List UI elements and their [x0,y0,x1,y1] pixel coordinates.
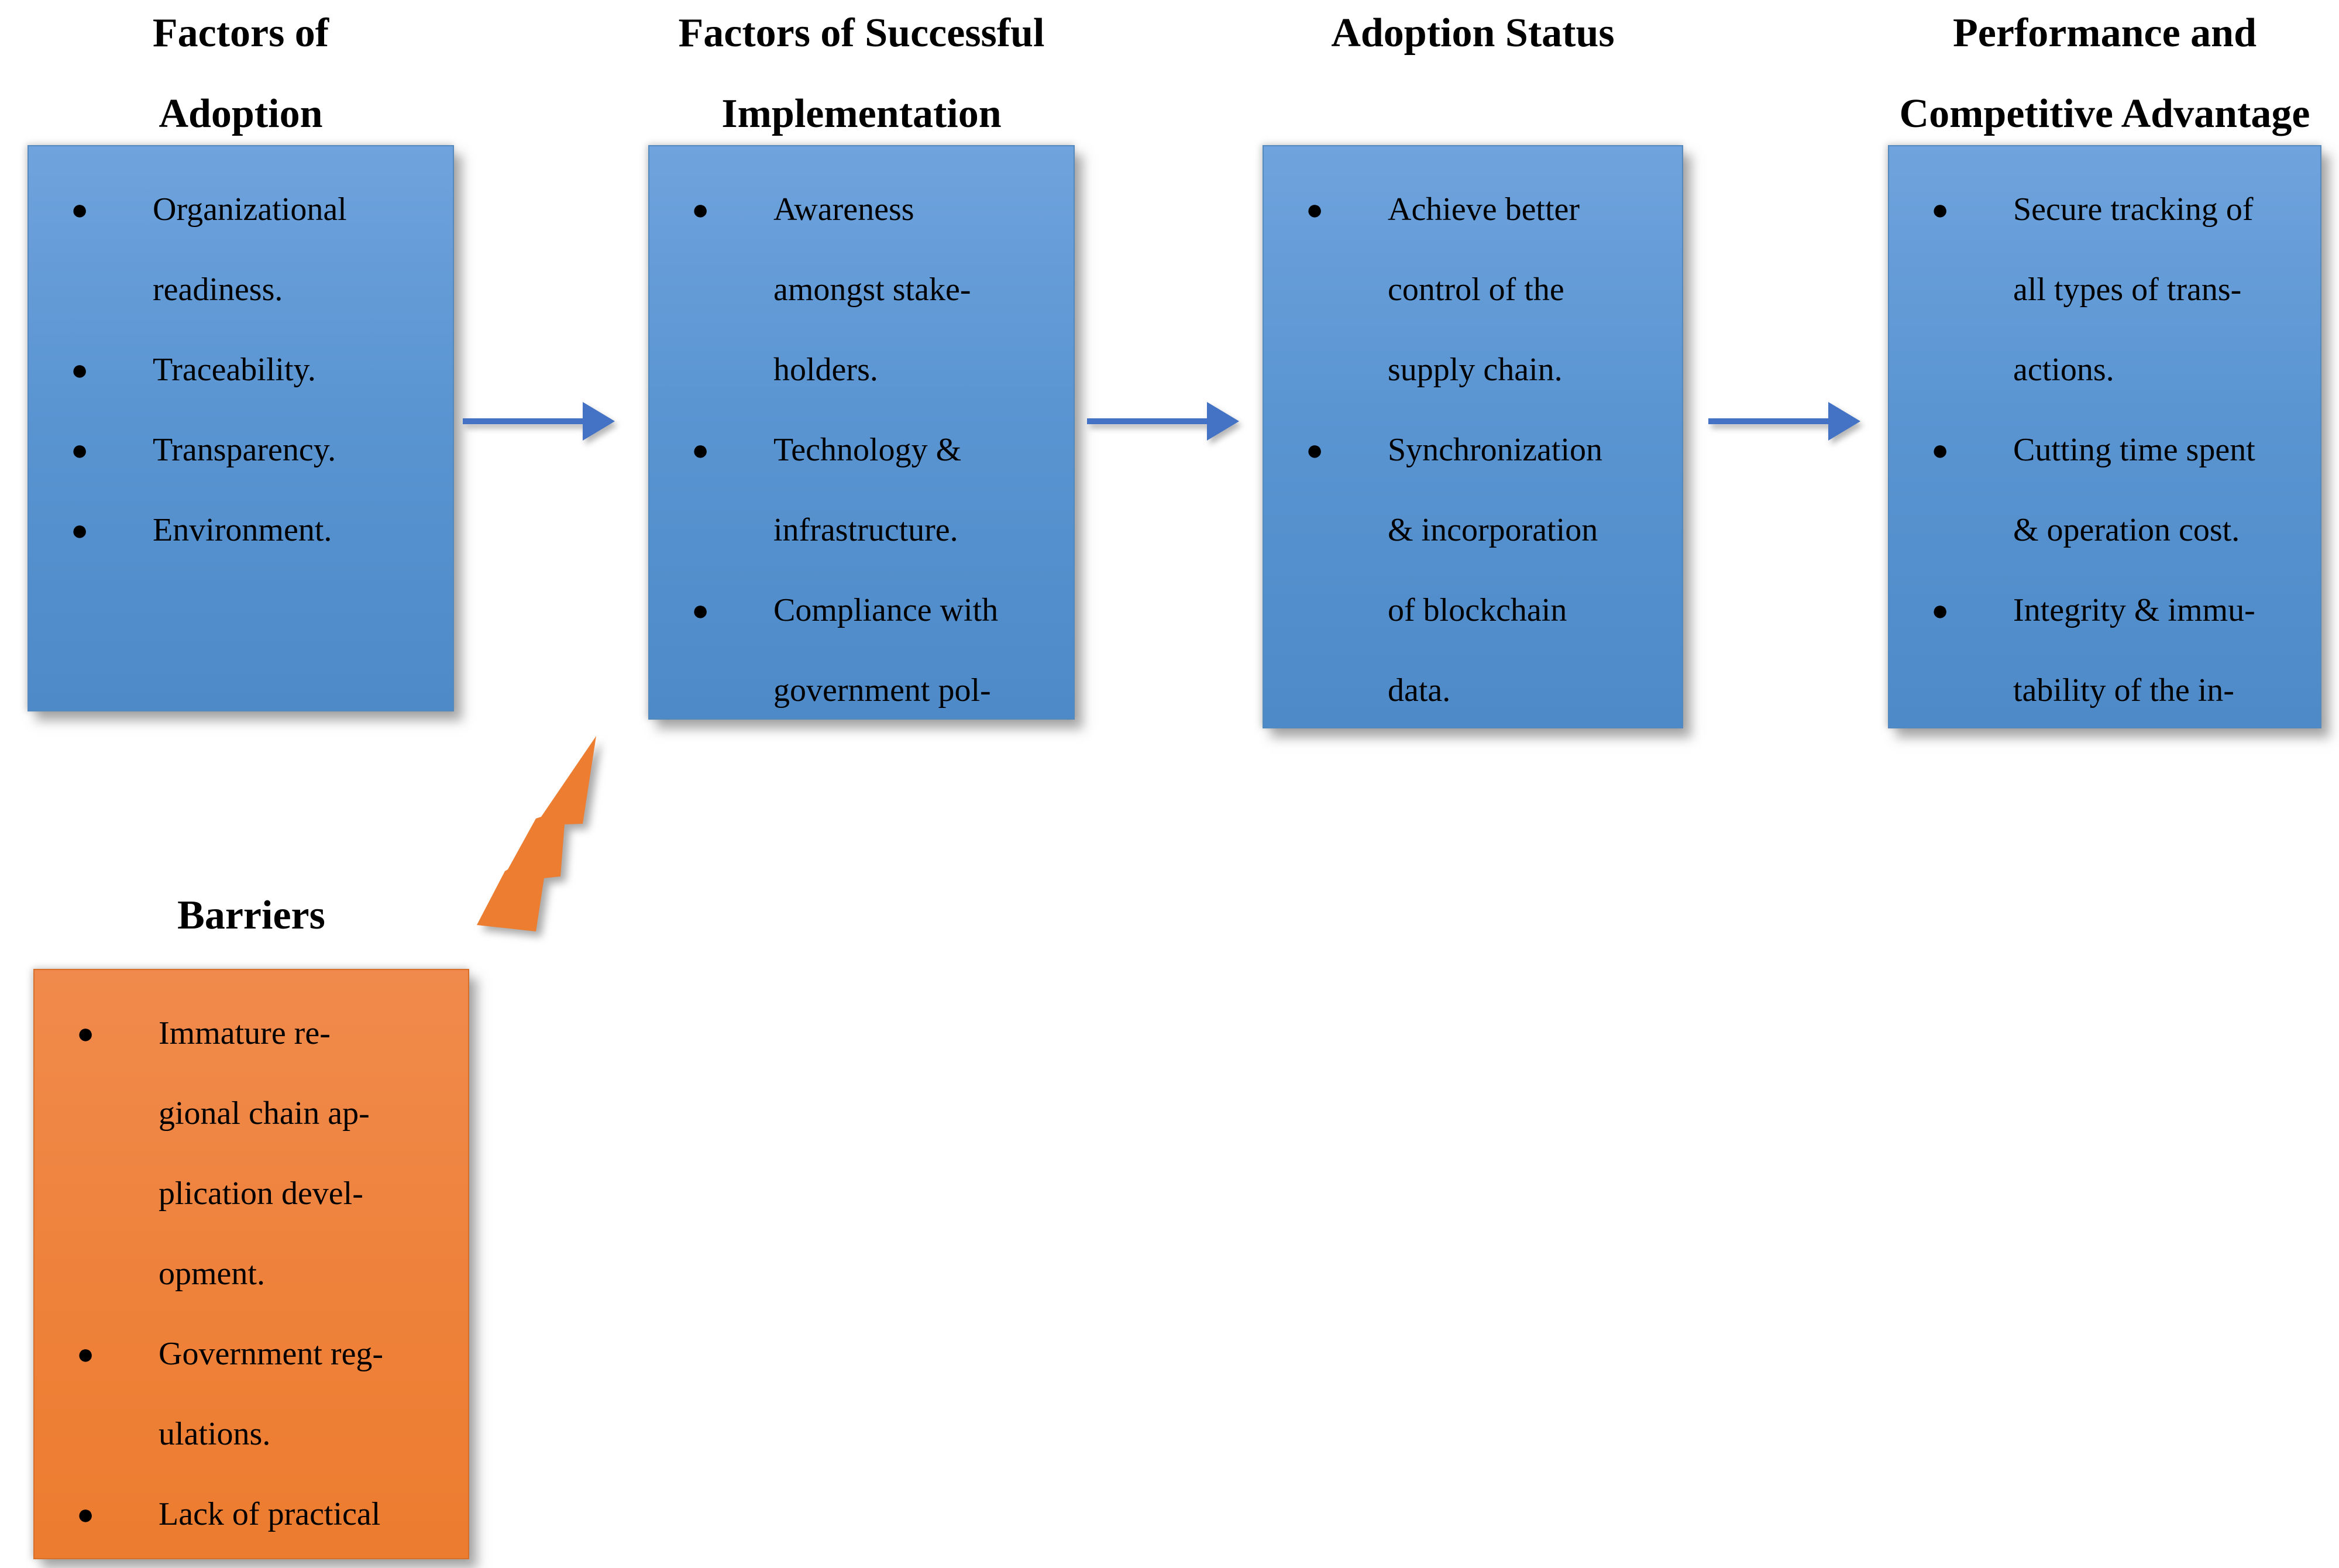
title-factors-of-successful-implementation: Factors of Successful Implementation [678,11,1045,136]
bullet-icon: ● [1306,193,1324,226]
bullet-item-text: Government reg- ulations. [159,1336,384,1452]
bullet-icon: ● [77,1017,95,1050]
bullet-item-text: Immature re- gional chain ap- plication … [159,1015,370,1292]
adoption-status-list: ● Achieve better control of the supply c… [1264,146,1682,727]
bullet-item-text: Traceability. [153,352,316,388]
bullet-item-text: Transparency. [153,432,336,468]
bullet-item-text: Environment. [153,512,332,548]
bullet-item-text: Awareness amongst stake- holders. [773,191,971,388]
barriers-list: ● Immature re- gional chain ap- plicatio… [35,970,468,1555]
bullet-item: ● Technology & infrastructure. [649,410,1065,570]
bullet-item: ● Secure tracking of all types of trans-… [1889,170,2312,410]
bullet-icon: ● [71,434,89,466]
bullet-item: ● Awareness amongst stake- holders. [649,170,1065,410]
bullet-icon: ● [1931,434,1949,466]
performance-list: ● Secure tracking of all types of trans-… [1889,146,2320,727]
bullet-icon: ● [77,1498,95,1531]
bullet-item: ● Government reg- ulations. [35,1314,460,1474]
successful-implementation-list: ● Awareness amongst stake- holders. ● Te… [649,146,1074,718]
bullet-item-text: Integrity & immu- tability of the in- [2013,592,2255,709]
bullet-item-text: Achieve better control of the supply cha… [1388,191,1580,388]
bullet-icon: ● [1931,594,1949,627]
box-barriers: ● Immature re- gional chain ap- plicatio… [33,969,469,1559]
bullet-icon: ● [692,434,710,466]
factors-of-adoption-list: ● Organizational readiness. ● Traceabili… [29,146,453,570]
bullet-item-text: Secure tracking of all types of trans- a… [2013,191,2254,388]
bullet-icon: ● [1306,434,1324,466]
bullet-icon: ● [77,1337,95,1370]
bullet-icon: ● [71,193,89,226]
bullet-item: ● Achieve better control of the supply c… [1264,170,1674,410]
bullet-item: ● Traceability. [29,330,445,410]
bullet-item-text: Cutting time spent & operation cost. [2013,432,2255,548]
bullet-icon: ● [692,594,710,627]
bullet-icon: ● [692,193,710,226]
bullet-item-text: Organizational readiness. [153,191,347,308]
title-barriers: Barriers [177,893,325,938]
bullet-item-text: Synchronization & incorporation of block… [1388,432,1603,709]
bullet-item: ● Environment. [29,490,445,570]
box-factors-of-adoption: ● Organizational readiness. ● Traceabili… [27,145,454,711]
bullet-item-text: Compliance with government pol- [773,592,999,709]
title-adoption-status: Adoption Status [1331,11,1615,56]
bullet-icon: ● [71,514,89,546]
title-performance-competitive-advantage: Performance and Competitive Advantage [1899,11,2310,136]
title-factors-of-adoption: Factors of Adoption [152,11,329,136]
bullet-item: ● Organizational readiness. [29,170,445,330]
bullet-item: ● Transparency. [29,410,445,490]
bullet-icon: ● [1931,193,1949,226]
bullet-icon: ● [71,353,89,386]
arrow-right-icon [463,402,615,441]
lightning-bolt-icon [477,736,596,931]
box-factors-of-successful-implementation: ● Awareness amongst stake- holders. ● Te… [648,145,1075,720]
bullet-item: ● Synchronization & incorporation of blo… [1264,410,1674,727]
bullet-item: ● Cutting time spent & operation cost. [1889,410,2312,570]
bullet-item-text: Technology & infrastructure. [773,432,962,548]
arrow-right-icon [1087,402,1239,441]
arrow-right-icon [1708,402,1860,441]
box-adoption-status: ● Achieve better control of the supply c… [1263,145,1683,728]
bullet-item: ● Lack of practical [35,1474,460,1555]
bullet-item-text: Lack of practical [159,1496,381,1532]
bullet-item: ● Integrity & immu- tability of the in- [1889,570,2312,727]
box-performance-competitive-advantage: ● Secure tracking of all types of trans-… [1888,145,2321,728]
bullet-item: ● Immature re- gional chain ap- plicatio… [35,993,460,1314]
bullet-item: ● Compliance with government pol- [649,570,1065,718]
